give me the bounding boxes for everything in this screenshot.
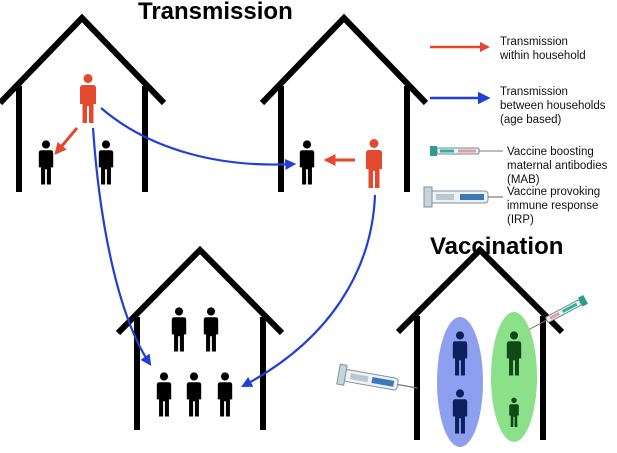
- person-icon: [366, 139, 382, 188]
- mab-group: [437, 317, 483, 447]
- legend-line: Vaccine boosting: [507, 146, 594, 158]
- legend-line: (MAB): [507, 174, 540, 186]
- person-icon: [38, 140, 54, 185]
- legend-line: immune response: [507, 200, 599, 212]
- person-icon: [203, 307, 219, 352]
- legend-line: maternal antibodies: [507, 160, 608, 172]
- person-icon: [299, 140, 315, 185]
- legend-line: Transmission: [500, 36, 568, 48]
- syringe-icon: [528, 294, 588, 330]
- legend-mab-label: Vaccine boosting maternal antibodies (MA…: [507, 145, 617, 187]
- legend-line: (IRP): [507, 214, 534, 226]
- legend-irp-label: Vaccine provoking immune response (IRP): [507, 185, 617, 227]
- syringe-icon: [336, 363, 418, 391]
- person-icon: [156, 372, 172, 417]
- within-arrow: [54, 127, 79, 155]
- legend-line: between households: [500, 100, 606, 112]
- vaccination-title: Vaccination: [430, 233, 564, 260]
- legend-line: (age based): [500, 114, 562, 126]
- legend-within-label: Transmission within household: [500, 35, 617, 63]
- between-arrow: [241, 194, 377, 388]
- between-arrow: [91, 127, 152, 366]
- person-icon: [171, 307, 187, 352]
- legend-line: Transmission: [500, 86, 568, 98]
- legend-line: within household: [500, 50, 586, 62]
- legend-line: Vaccine provoking: [507, 186, 601, 198]
- house-icon: [395, 245, 565, 440]
- legend-between-label: Transmission between households (age bas…: [500, 85, 617, 127]
- person-icon: [80, 74, 96, 123]
- syringe-icon: [430, 146, 503, 156]
- between-arrow: [100, 107, 297, 170]
- syringe-icon: [423, 186, 503, 208]
- irp-group: [491, 312, 537, 442]
- house-icon: [115, 245, 285, 430]
- house-icon: [259, 13, 429, 192]
- person-icon: [98, 140, 114, 185]
- person-icon: [217, 372, 233, 417]
- person-icon: [186, 372, 202, 417]
- transmission-title: Transmission: [138, 0, 293, 25]
- house-icon: [0, 13, 167, 192]
